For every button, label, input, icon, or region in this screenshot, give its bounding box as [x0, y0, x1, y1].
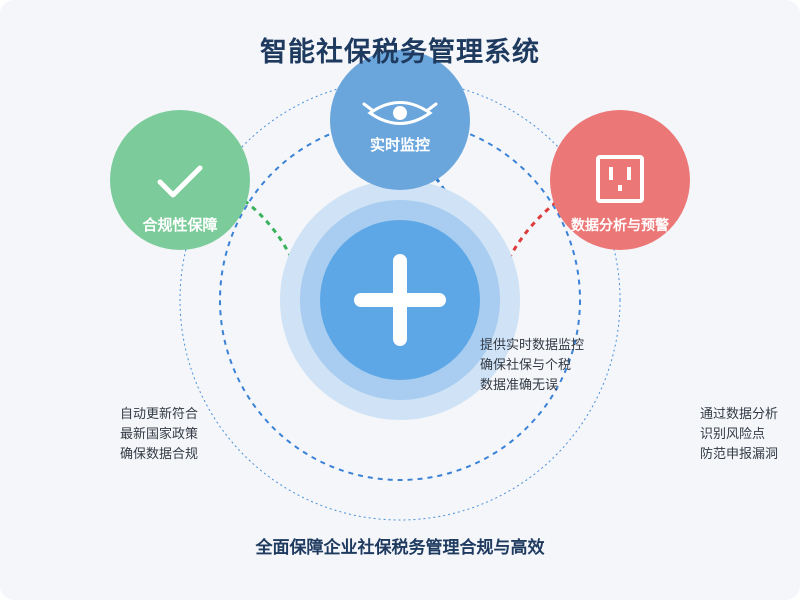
center-note: 提供实时数据监控 确保社保与个税 数据准确无误 — [480, 336, 584, 396]
monitor-label: 实时监控 — [369, 136, 430, 154]
right-note-line: 防范申报漏洞 — [700, 447, 779, 462]
checkmark-icon — [157, 165, 203, 198]
outlet-icon — [596, 155, 644, 203]
inner-ring — [219, 119, 581, 481]
right-note: 通过数据分析 识别风险点 防范申报漏洞 — [700, 405, 778, 465]
plus-icon — [354, 254, 446, 346]
compliance-label: 合规性保障 — [142, 216, 218, 234]
center-note-line: 数据准确无误 — [480, 378, 559, 393]
center-note-line: 提供实时数据监控 — [480, 338, 585, 353]
analysis-label: 数据分析与预警 — [571, 218, 669, 234]
eye-icon — [362, 101, 438, 125]
footer-summary: 全面保障企业社保税务管理合规与高效 — [255, 538, 545, 558]
right-note-line: 识别风险点 — [700, 427, 766, 442]
analysis-node — [550, 110, 690, 250]
center-note-line: 确保社保与个税 — [480, 358, 572, 373]
left-note-line: 最新国家政策 — [120, 427, 199, 442]
compliance-node — [110, 110, 250, 250]
left-note-line: 自动更新符合 — [120, 407, 199, 422]
page-title: 智能社保税务管理系统 — [260, 37, 540, 68]
right-note-line: 通过数据分析 — [700, 407, 779, 422]
left-note-line: 确保数据合规 — [120, 447, 199, 462]
left-note: 自动更新符合 最新国家政策 确保数据合规 — [120, 405, 198, 465]
